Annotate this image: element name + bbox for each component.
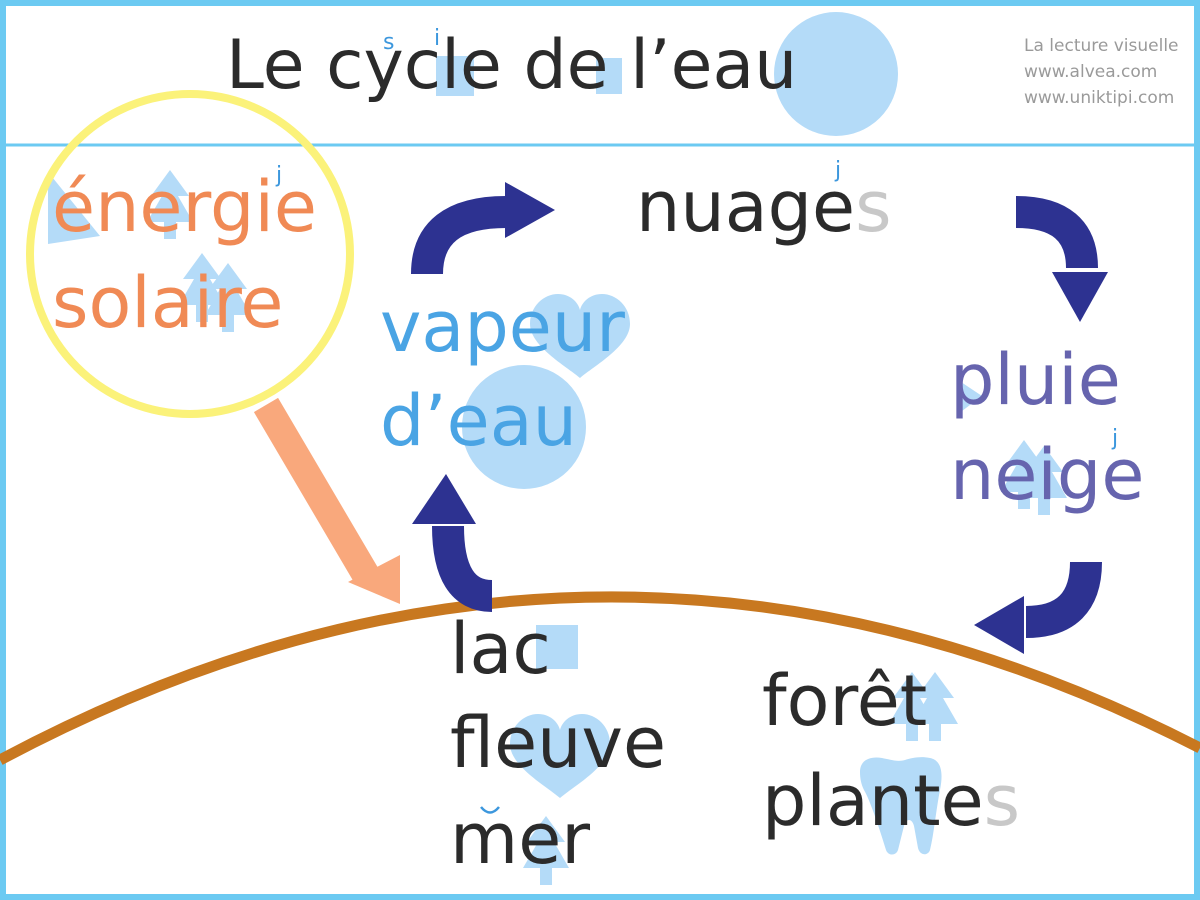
plantes-stem: plante [762,760,984,842]
square-hint-icon [436,56,474,96]
sun-word-solaire: solaire [52,262,284,344]
pronunciation-hint-s: s [383,30,395,55]
arrow-icon [974,561,1102,654]
reading-hints [48,12,1067,885]
word-pluie: pluie [950,339,1121,421]
arrow-icon [412,474,494,612]
sun-energy-arrow-icon [253,397,400,604]
nuages-stem: nuage [636,166,856,248]
page-title: Le cycle de l’eau [226,26,798,105]
word-vapeur: vapeur [380,286,625,368]
tooth-hint-icon [860,757,942,855]
pronunciation-hint-j: j [276,163,283,188]
pronunciation-hint-j: j [1112,426,1119,451]
word-fleuve: fleuve [450,702,667,784]
accent-hint-icon [48,172,100,244]
credit-line-2: www.alvea.com [1024,62,1158,82]
ground-curve [0,591,1200,765]
square-hint-icon [536,625,578,669]
circle-hint-icon [774,12,898,136]
credit-line-1: La lecture visuelle [1024,36,1179,56]
breve-hint-icon [480,806,500,814]
pronunciation-hint-i: i [434,26,441,51]
pronunciation-hint-j: j [835,158,842,183]
arrow-icon [411,182,555,275]
circle-hint-icon [462,365,586,489]
credit-line-3: www.uniktipi.com [1024,88,1175,108]
word-plantes: plantes [762,766,1020,836]
arrow-icon [1015,196,1108,322]
word-neige: neige [950,434,1145,516]
word-nuages: nuages [636,172,892,242]
silent-letter: s [855,166,892,248]
accent-hint-icon [958,380,982,414]
word-d-eau: d’eau [380,380,578,462]
word-mer: mer [450,798,591,880]
sun-word-energie: énergie [52,166,317,248]
square-hint-icon [596,58,622,94]
silent-letter: s [983,760,1021,842]
word-foret: forêt [762,660,928,742]
sun-ring-icon [26,90,354,418]
word-lac: lac [450,608,551,690]
